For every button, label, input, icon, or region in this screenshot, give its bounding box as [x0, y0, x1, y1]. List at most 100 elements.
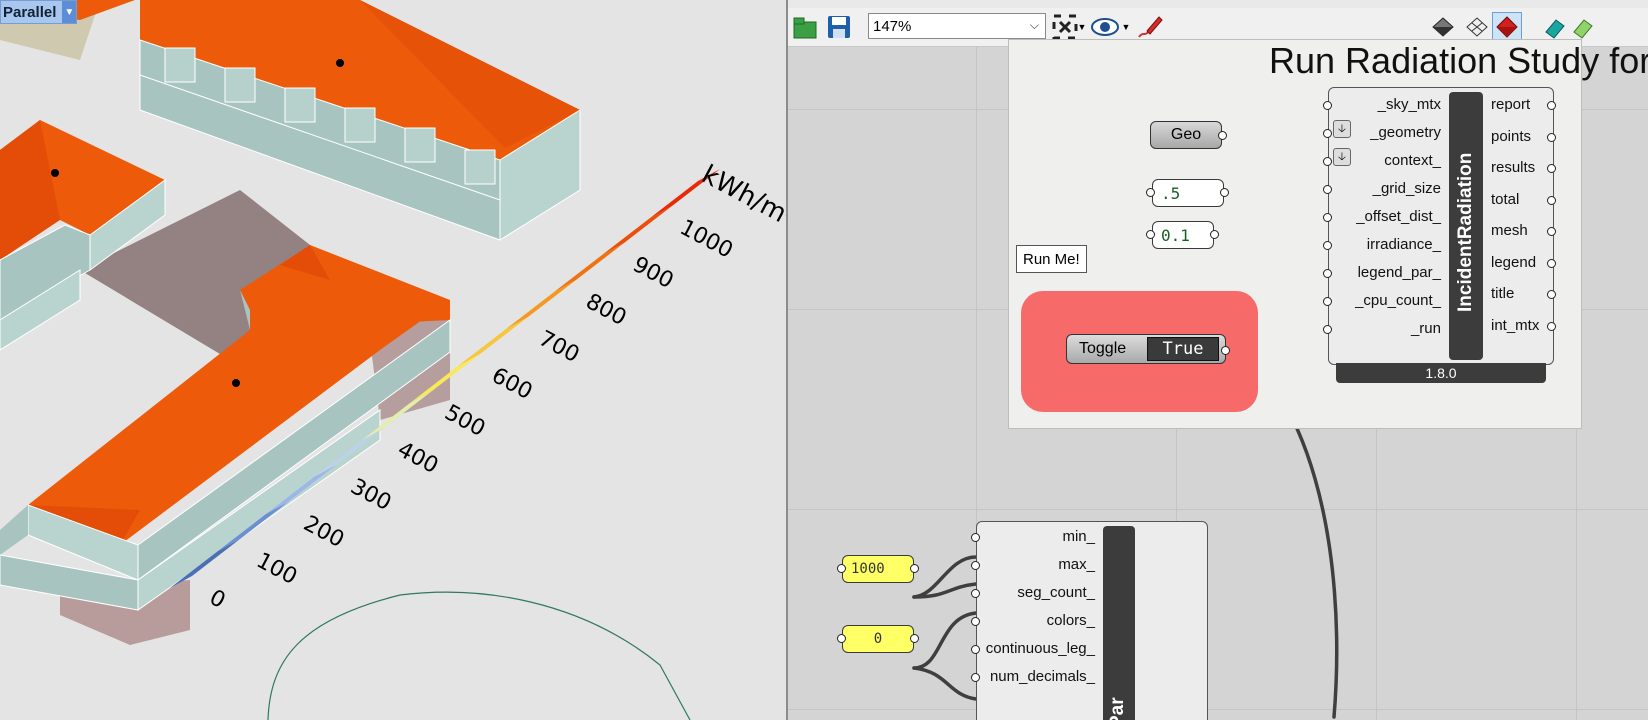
output-grip[interactable] [1547, 132, 1556, 142]
input-port[interactable]: max_ [1058, 556, 1095, 573]
min-panel[interactable]: 0 [842, 625, 914, 653]
max-panel[interactable]: 1000 [842, 555, 914, 583]
input-grip[interactable] [1323, 101, 1332, 110]
output-grip[interactable] [1547, 164, 1556, 173]
output-port[interactable]: int_mtx [1491, 316, 1540, 334]
offset-panel[interactable]: 0.1 [1152, 221, 1214, 249]
input-grip[interactable] [1323, 241, 1332, 250]
incident-radiation-component[interactable]: _sky_mtx _geometry context_ _grid_size _offs… [1323, 87, 1556, 365]
legend-color-segment [602, 206, 672, 255]
toggle-label: Toggle [1079, 340, 1127, 357]
preview-eye-icon[interactable] [1090, 12, 1120, 42]
chevron-down-icon[interactable]: ▼ [62, 1, 77, 23]
legend-color-segment [362, 391, 432, 440]
shaded-preview-icon[interactable] [1428, 12, 1458, 42]
input-grip[interactable] [971, 617, 980, 626]
geo-param[interactable]: Geo [1150, 121, 1222, 149]
input-grip[interactable] [1323, 213, 1332, 222]
preview-menu-icon[interactable]: ▼ [1121, 22, 1131, 32]
legend-color-segment [314, 428, 384, 477]
sketch-pen-icon[interactable] [1134, 12, 1164, 42]
flatten-arrow-icon[interactable]: 🡣 [1333, 120, 1351, 138]
output-grip[interactable] [1547, 227, 1556, 236]
grid-size-grip[interactable] [1220, 188, 1229, 197]
save-icon[interactable] [824, 12, 854, 42]
grid-size-panel[interactable]: .5 [1152, 179, 1224, 207]
input-grip[interactable] [971, 673, 980, 682]
version-text: 1.8.0 [1425, 365, 1457, 381]
input-port[interactable]: _grid_size [1372, 180, 1441, 197]
input-grip[interactable] [1323, 129, 1332, 138]
panel-splitter[interactable] [786, 0, 788, 720]
legend-tick-label: 200 [299, 511, 348, 553]
viewport-projection-label[interactable]: Parallel ▼ [0, 0, 78, 24]
output-port[interactable]: mesh [1491, 222, 1528, 239]
output-grip[interactable] [1547, 321, 1556, 331]
max-input-grip[interactable] [837, 564, 846, 573]
input-grip[interactable] [971, 533, 980, 542]
flatten-arrow-icon[interactable]: 🡣 [1333, 148, 1351, 166]
toggle-grip[interactable] [1221, 346, 1230, 355]
legend-tick-label: 900 [629, 252, 678, 294]
callout-text: Run Me! [1023, 250, 1080, 268]
open-file-icon[interactable] [790, 12, 820, 42]
zoom-extents-icon[interactable] [1050, 12, 1080, 42]
input-port[interactable]: _offset_dist_ [1356, 208, 1441, 225]
offset-grip[interactable] [1210, 230, 1219, 239]
input-grip[interactable] [971, 589, 980, 598]
input-port[interactable]: _sky_mtx [1377, 96, 1441, 113]
input-grip[interactable] [1323, 185, 1332, 194]
input-grip[interactable] [1323, 269, 1332, 278]
offset-input-grip[interactable] [1146, 230, 1155, 239]
grasshopper-canvas[interactable]: Run Radiation Study for roofs Geo .5 0.1… [788, 39, 1648, 720]
input-port[interactable]: continuous_leg_ [985, 640, 1095, 657]
output-port[interactable]: report [1491, 96, 1531, 113]
component-name-bar: Par [1103, 526, 1135, 720]
wireframe-preview-icon[interactable] [1462, 12, 1492, 42]
input-port[interactable]: num_decimals_ [989, 668, 1095, 685]
input-port[interactable]: seg_count_ [1017, 584, 1095, 601]
max-output-grip[interactable] [910, 564, 919, 573]
input-port[interactable]: _cpu_count_ [1355, 292, 1441, 309]
input-port[interactable]: irradiance_ [1366, 236, 1441, 253]
output-port[interactable]: legend [1491, 253, 1537, 271]
legend-par-component[interactable]: min_ max_ seg_count_ colors_ continuous_leg_… [971, 521, 1208, 720]
output-port[interactable]: title [1491, 285, 1515, 302]
green-widget-icon[interactable] [1568, 12, 1598, 42]
selected-preview-icon[interactable] [1492, 12, 1522, 42]
geo-output-grip[interactable] [1218, 131, 1227, 140]
input-port[interactable]: colors_ [1046, 612, 1095, 629]
input-port[interactable]: min_ [1062, 528, 1095, 545]
min-output-grip[interactable] [910, 634, 919, 643]
legend-color-bar [170, 169, 720, 588]
input-port[interactable]: _geometry [1370, 124, 1441, 141]
output-grip[interactable] [1547, 290, 1556, 299]
teal-widget-icon[interactable] [1540, 12, 1570, 42]
input-port[interactable]: _run [1410, 320, 1441, 337]
input-grip[interactable] [971, 561, 980, 570]
output-port[interactable]: results [1491, 159, 1536, 176]
min-input-grip[interactable] [837, 634, 846, 643]
toggle-value[interactable]: True [1147, 337, 1219, 361]
input-grip[interactable] [1323, 157, 1332, 166]
grid-size-input-grip[interactable] [1146, 188, 1155, 197]
input-grip[interactable] [1323, 297, 1332, 306]
legend-tick-label: 300 [346, 474, 395, 516]
output-grip[interactable] [1547, 195, 1556, 205]
output-grip[interactable] [1547, 258, 1556, 268]
input-port[interactable]: context_ [1384, 152, 1441, 169]
legend-tick-label: 500 [440, 400, 489, 442]
output-port[interactable]: total [1491, 190, 1520, 208]
legend-tick-label: 700 [534, 326, 583, 368]
input-port[interactable]: legend_par_ [1357, 264, 1441, 281]
zoom-select[interactable]: 147% ⌵ [868, 13, 1046, 39]
input-grip[interactable] [971, 645, 980, 654]
output-port[interactable]: points [1491, 127, 1532, 145]
chevron-down-icon: ⌵ [1029, 18, 1039, 32]
zoom-extents-menu-icon[interactable]: ▼ [1077, 22, 1087, 32]
legend-color-segment [650, 169, 720, 218]
input-grip[interactable] [1323, 325, 1332, 334]
run-toggle[interactable]: Toggle True [1066, 334, 1226, 364]
output-grip[interactable] [1547, 101, 1556, 110]
